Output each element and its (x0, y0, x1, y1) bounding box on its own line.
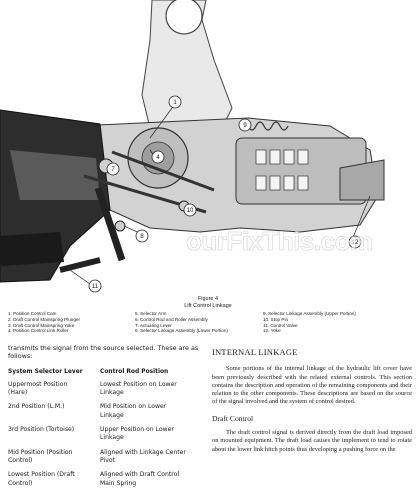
selector-row: 2nd Position (L.M.) Mid Position on Lowe… (8, 403, 204, 420)
selector-table-header: System Selector Lever Control Rod Positi… (8, 368, 204, 376)
figure-subtitle: Lift Control Linkage (184, 303, 232, 309)
legend-item: 5. Selector Arm (135, 311, 167, 316)
column-header: Control Rod Position (100, 368, 169, 375)
yoke (339, 159, 385, 201)
callout-12: 12 (352, 240, 359, 246)
lever-position: Lowest Position (Draft Control) (8, 471, 75, 487)
legend-column: 5. Selector Arm 6. Control Rod and Rolle… (135, 311, 228, 334)
column-header: System Selector Lever (8, 368, 83, 375)
callout-11: 11 (92, 284, 99, 290)
figure-caption: Figure 4 Lift Control Linkage (0, 296, 416, 310)
lever-position: Mid Position (Position Control) (8, 448, 73, 464)
callout-10: 10 (187, 208, 194, 214)
intro-text: transmits the signal from the source sel… (8, 344, 199, 361)
selector-linkage-upper (111, 150, 215, 192)
lift-control-linkage-figure: 1 4 7 8 9 10 11 12 ourFixThis.com (0, 0, 385, 293)
legend-column: 9. Selector Linkage Assembly (Upper Port… (263, 311, 356, 334)
legend-item: 11. Control Valve (263, 322, 298, 328)
subsection-heading: Draft Control (212, 413, 254, 423)
rod-position: Aligned with Linkage Center Pivot (100, 448, 186, 464)
lever-position: Uppermost Position (Hare) (8, 380, 68, 397)
figure-legend: 1. Position Control Cam 2. Draft Control… (8, 311, 408, 341)
rod-position: Aligned with Draft Control Main Spring (100, 471, 180, 487)
lever-position: 2nd Position (L.M.) (8, 403, 65, 411)
selector-row: Mid Position (Position Control) Aligned … (8, 449, 204, 466)
legend-item: 12. Yoke (263, 328, 281, 334)
callout-4: 4 (156, 155, 160, 161)
selector-row: Lowest Position (Draft Control) Aligned … (8, 471, 204, 488)
section-heading: INTERNAL LINKAGE (212, 348, 298, 357)
watermark-text: ourFixThis.com (186, 226, 374, 257)
legend-item: 1. Position Control Cam (8, 311, 57, 316)
body-paragraph: Some portions of the internal linkage of… (212, 365, 412, 406)
legend-item: 8. Selector Linkage Assembly (Lower Port… (135, 328, 228, 334)
rod-position: Lowest Position on Lower Linkage (100, 380, 177, 397)
legend-column: 1. Position Control Cam 2. Draft Control… (8, 311, 80, 334)
legend-item: 3. Draft Control Mainspring Yoke (8, 322, 75, 328)
legend-item: 9. Selector Linkage Assembly (Upper Port… (263, 311, 356, 316)
legend-item: 10. Stop Pin (263, 316, 289, 322)
callout-8: 8 (140, 234, 144, 240)
callout-1: 1 (173, 100, 177, 106)
legend-item: 7. Actuating Lever (135, 322, 172, 328)
body-paragraph: The draft control signal is derived dire… (212, 429, 412, 453)
legend-item: 6. Control Rod and Roller Assembly (135, 316, 208, 322)
legend-item: 2. Draft Control Mainspring Plunger (8, 316, 81, 322)
left-column: transmits the signal from the source sel… (8, 344, 204, 494)
legend-item: 4. Position Control Link Roller (8, 328, 69, 334)
selector-row: 3rd Position (Tortoise) Upper Position o… (8, 426, 204, 443)
figure-title: Figure 4 (197, 296, 219, 302)
rod-position: Mid Position on Lower Linkage (100, 403, 167, 419)
selector-row: Uppermost Position (Hare) Lowest Positio… (8, 381, 204, 398)
callout-9: 9 (243, 123, 247, 129)
actuating-lever (94, 186, 126, 262)
callout-7: 7 (111, 167, 115, 173)
right-column: INTERNAL LINKAGE Some portions of the in… (212, 344, 412, 454)
rod-position: Upper Position on Lower Linkage (100, 426, 174, 442)
arm-bore (165, 0, 203, 35)
linkage-illustration: 1 4 7 8 9 10 11 12 (0, 0, 385, 293)
lever-position: 3rd Position (Tortoise) (8, 426, 75, 434)
